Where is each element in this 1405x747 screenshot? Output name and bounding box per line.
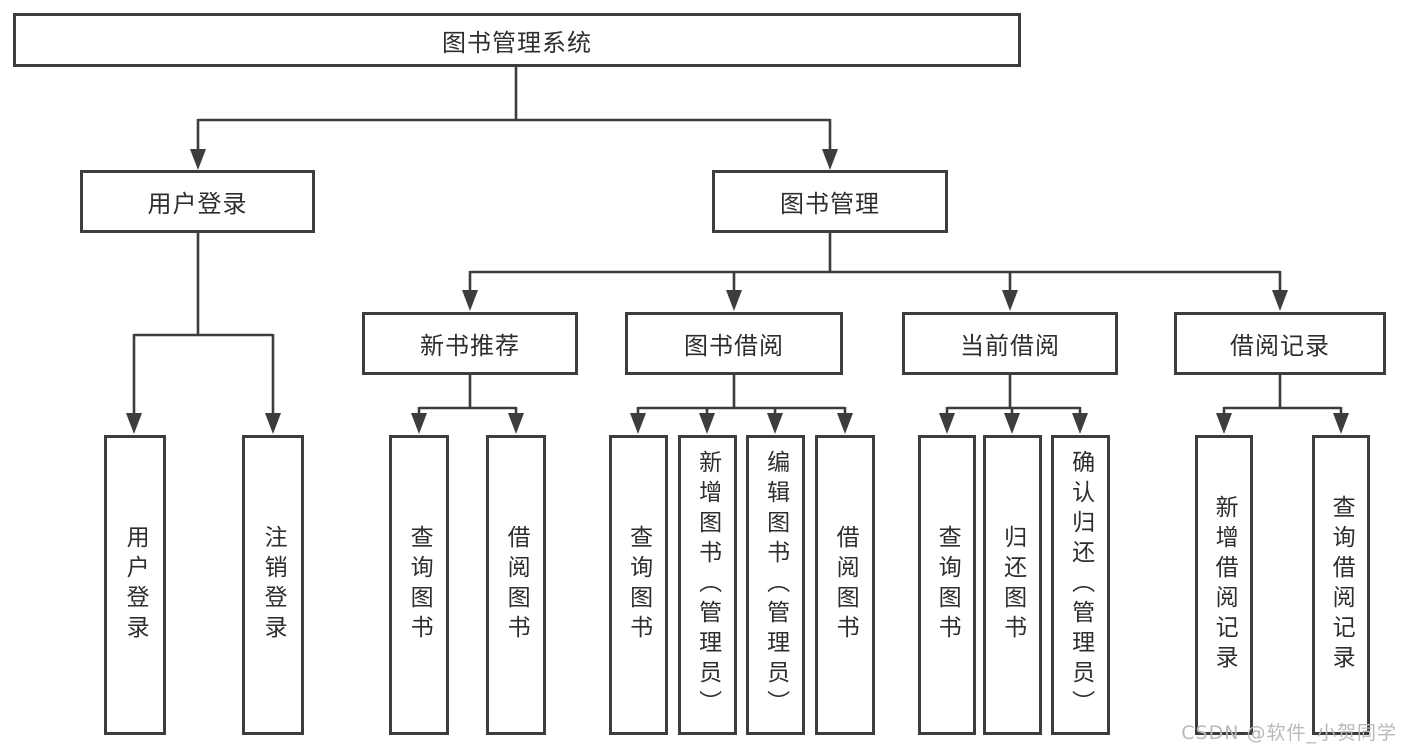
leaf-query-borrow-record: 查询借阅记录 (1312, 435, 1370, 735)
node-label: 查询图书 (406, 525, 433, 645)
leaf-edit-books-admin: 编辑图书（管理员） (746, 435, 805, 735)
csdn-watermark: CSDN @软件_小贺同学 (1181, 722, 1397, 744)
node-label: 注销登录 (260, 525, 287, 645)
node-borrow-records: 借阅记录 (1174, 312, 1386, 375)
leaf-borrow-books-recommend: 借阅图书 (486, 435, 546, 735)
node-label: 用户登录 (122, 525, 149, 645)
node-label: 查询图书 (934, 525, 961, 645)
node-user-login: 用户登录 (80, 170, 315, 233)
node-label: 图书借阅 (684, 332, 784, 360)
leaf-query-books-borrowing: 查询图书 (609, 435, 668, 735)
leaf-add-borrow-record: 新增借阅记录 (1195, 435, 1253, 735)
node-label: 确认归还（管理员） (1067, 450, 1094, 720)
leaf-borrow-books: 借阅图书 (815, 435, 875, 735)
node-label: 借阅图书 (503, 525, 530, 645)
node-label: 新增借阅记录 (1211, 495, 1238, 675)
leaf-user-login: 用户登录 (104, 435, 166, 735)
leaf-confirm-return-admin: 确认归还（管理员） (1051, 435, 1110, 735)
node-label: 当前借阅 (960, 332, 1060, 360)
node-label: 新增图书（管理员） (694, 450, 721, 720)
node-root-system: 图书管理系统 (13, 13, 1021, 67)
node-label: 查询图书 (625, 525, 652, 645)
arrowhead-icons (126, 149, 1349, 434)
node-label: 借阅图书 (832, 525, 859, 645)
node-label: 借阅记录 (1230, 332, 1330, 360)
node-new-book-recommend: 新书推荐 (362, 312, 578, 375)
leaf-query-books-recommend: 查询图书 (389, 435, 449, 735)
node-book-management: 图书管理 (712, 170, 948, 233)
node-book-borrowing: 图书借阅 (625, 312, 843, 375)
node-label: 用户登录 (147, 190, 248, 218)
node-label: 归还图书 (999, 525, 1026, 645)
node-label: 查询借阅记录 (1328, 495, 1355, 675)
node-label: 图书管理系统 (442, 28, 592, 57)
node-label: 编辑图书（管理员） (762, 450, 789, 720)
node-current-borrowing: 当前借阅 (902, 312, 1118, 375)
node-label: 新书推荐 (420, 332, 520, 360)
node-label: 图书管理 (780, 190, 880, 218)
leaf-query-books-current: 查询图书 (918, 435, 976, 735)
leaf-add-books-admin: 新增图书（管理员） (678, 435, 737, 735)
leaf-logout: 注销登录 (242, 435, 304, 735)
leaf-return-books: 归还图书 (983, 435, 1042, 735)
